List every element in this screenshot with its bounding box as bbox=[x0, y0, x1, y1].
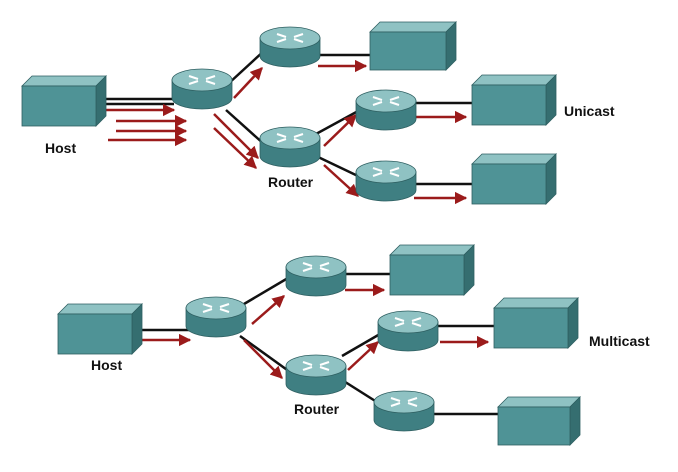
router-icon bbox=[185, 296, 247, 338]
server-icon bbox=[493, 297, 579, 349]
multicast-links bbox=[141, 272, 498, 416]
link-router3-router4 bbox=[341, 332, 381, 358]
link-router3-router4 bbox=[315, 108, 361, 136]
flow-router3-router4 bbox=[347, 341, 379, 371]
link-router1-router2 bbox=[243, 276, 289, 306]
link-router1-router2 bbox=[227, 49, 266, 85]
flow-router1-router2 bbox=[251, 295, 285, 325]
host-label: Host bbox=[45, 140, 76, 156]
unicast-diagram: Host Router Unicast bbox=[21, 21, 615, 205]
link-router1-router3 bbox=[225, 109, 266, 146]
flow-router1-router2 bbox=[233, 67, 263, 99]
router-icon bbox=[355, 89, 417, 131]
server-icon bbox=[471, 153, 557, 205]
link-router1-router3 bbox=[239, 334, 291, 374]
flow-router3-router4 bbox=[323, 114, 357, 147]
router-label: Router bbox=[294, 401, 340, 417]
router-icon bbox=[355, 160, 417, 202]
flow-router3-router5 bbox=[323, 164, 359, 197]
host-computer-icon bbox=[57, 303, 143, 355]
router-icon bbox=[285, 255, 347, 297]
router-icon bbox=[259, 126, 321, 168]
server-icon bbox=[497, 396, 581, 446]
link-router3-router5 bbox=[341, 378, 381, 406]
server-icon bbox=[369, 21, 457, 71]
router-icon bbox=[259, 26, 321, 68]
router-label: Router bbox=[268, 174, 314, 190]
multicast-label: Multicast bbox=[589, 333, 650, 349]
router-icon bbox=[171, 68, 233, 110]
link-router3-router5 bbox=[315, 154, 361, 179]
multicast-flow-arrows bbox=[141, 283, 490, 379]
multicast-diagram: Host Router Multicast bbox=[57, 244, 650, 446]
server-icon bbox=[389, 244, 475, 296]
router-icon bbox=[373, 390, 435, 432]
unicast-flow-arrows bbox=[105, 59, 468, 205]
router-icon bbox=[377, 310, 439, 352]
unicast-links bbox=[105, 49, 472, 186]
flow-router1-router3-b bbox=[213, 127, 257, 169]
router-icon bbox=[285, 354, 347, 396]
flow-router1-router3-a bbox=[213, 113, 259, 159]
host-computer-icon bbox=[21, 75, 107, 127]
server-icon bbox=[471, 74, 557, 126]
flow-router1-router3 bbox=[243, 339, 283, 379]
host-label: Host bbox=[91, 357, 122, 373]
unicast-label: Unicast bbox=[564, 103, 615, 119]
